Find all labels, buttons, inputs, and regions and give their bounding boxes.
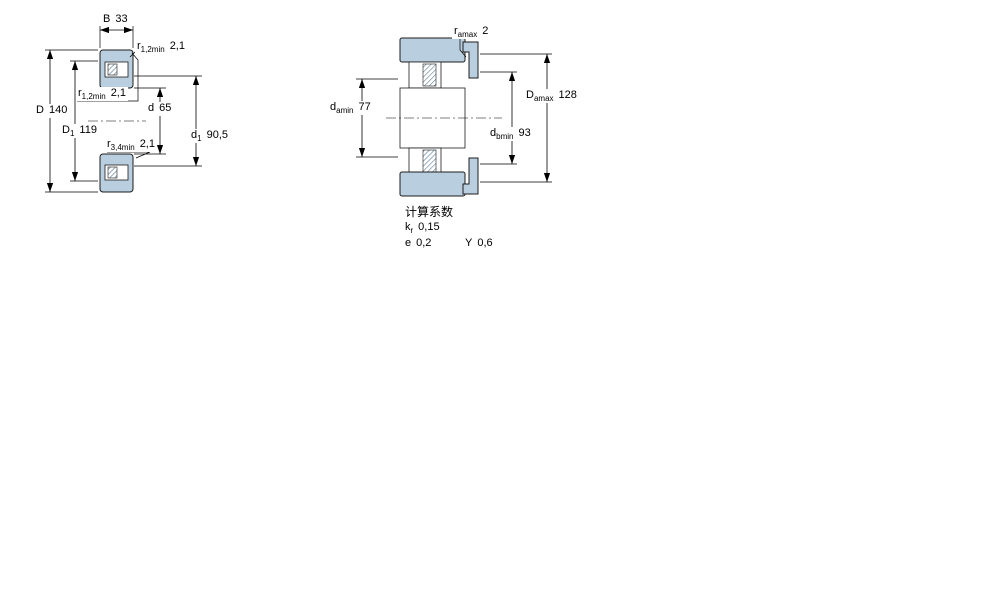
factor-symbol: k xyxy=(405,221,411,233)
dim-label-ramax: ramax 2 xyxy=(452,25,491,40)
dim-label-dbmin: dbmin 93 xyxy=(488,127,533,142)
dim-B-lines xyxy=(99,26,134,48)
factor-Y: Y 0,6 xyxy=(463,237,495,251)
roller-section xyxy=(422,149,437,173)
dim-label-damin: damin 77 xyxy=(328,101,373,116)
left-lower-ring-section xyxy=(99,153,134,193)
outer-ring-section xyxy=(399,171,466,197)
roller-section xyxy=(422,63,437,87)
left-upper-ring-section xyxy=(99,49,134,89)
dim-subscript: amax xyxy=(533,94,554,104)
factor-e: e 0,2 xyxy=(403,237,433,251)
dim-label-D: D 140 xyxy=(34,104,70,119)
outer-ring-section xyxy=(399,37,466,63)
ra-leader-line xyxy=(459,38,467,58)
dim-symbol: B xyxy=(103,13,111,25)
roller-section xyxy=(107,63,118,76)
dim-subscript: 1,2min xyxy=(81,92,106,102)
dim-value: 128 xyxy=(558,89,577,101)
dim-symbol: r xyxy=(454,25,458,37)
dim-label-B: B 33 xyxy=(101,13,130,28)
dim-d-lines xyxy=(134,87,166,155)
dim-symbol: D xyxy=(62,124,70,136)
dim-symbol: D xyxy=(526,89,534,101)
dim-Da-lines xyxy=(480,53,552,183)
factor-value: 0,2 xyxy=(416,237,432,249)
dim-subscript: bmin xyxy=(496,132,514,142)
dim-subscript: 1,2min xyxy=(140,45,165,55)
right-upper-half xyxy=(399,37,479,89)
dim-label-d1: d1 90,5 xyxy=(189,129,230,144)
dim-label-r34: r3,4min 2,1 xyxy=(105,138,157,153)
dim-symbol: r xyxy=(137,40,141,52)
dim-value: 65 xyxy=(159,102,172,114)
dim-value: 119 xyxy=(79,124,97,136)
dim-value: 93 xyxy=(518,127,531,139)
left-section-view xyxy=(45,26,202,193)
dim-symbol: r xyxy=(78,87,82,99)
dim-symbol: D xyxy=(36,104,44,116)
factor-symbol: e xyxy=(405,237,412,249)
dim-D-lines xyxy=(45,49,98,193)
dim-D1-lines xyxy=(70,60,98,182)
dim-d1-lines xyxy=(134,75,202,167)
dim-value: 2 xyxy=(482,25,489,37)
dim-label-D1: D1 119 xyxy=(60,124,99,139)
dim-label-r12-mid: r1,2min 2,1 xyxy=(76,87,128,102)
factor-value: 0,6 xyxy=(477,237,493,249)
dim-subscript: 3,4min xyxy=(110,143,135,153)
dim-value: 90,5 xyxy=(206,129,228,141)
right-lower-half xyxy=(399,147,479,197)
dim-da-lines xyxy=(356,78,398,158)
dim-value: 2,1 xyxy=(169,40,185,52)
factor-symbol: Y xyxy=(465,237,473,249)
factor-subscript: r xyxy=(410,226,414,236)
dim-value: 77 xyxy=(358,101,371,113)
dim-subscript: amax xyxy=(457,30,478,40)
factor-value: 0,15 xyxy=(418,221,440,233)
dim-db-lines xyxy=(480,71,517,165)
dim-value: 2,1 xyxy=(139,138,155,150)
dim-symbol: r xyxy=(107,138,111,150)
dim-symbol: d xyxy=(148,102,155,114)
dim-label-r12-top: r1,2min 2,1 xyxy=(135,40,187,55)
dim-symbol: d xyxy=(490,127,497,139)
angle-ring-section xyxy=(462,157,479,195)
angle-ring-section xyxy=(462,41,479,79)
dim-subscript: amin xyxy=(336,106,354,116)
dim-value: 33 xyxy=(115,13,128,25)
calculation-factors-heading: 计算系数 xyxy=(405,205,454,219)
roller-section xyxy=(107,166,118,179)
factor-kr: kr 0,15 xyxy=(403,221,442,235)
dim-label-d: d 65 xyxy=(146,102,174,117)
dim-value: 140 xyxy=(48,104,68,116)
dim-subscript: 1 xyxy=(69,129,75,139)
dim-symbol: d xyxy=(330,101,337,113)
dim-label-Damax: Damax 128 xyxy=(524,89,579,104)
right-section-view xyxy=(356,37,552,197)
dim-subscript: 1 xyxy=(197,134,202,144)
dim-value: 2,1 xyxy=(110,87,126,99)
dim-symbol: d xyxy=(191,129,198,141)
